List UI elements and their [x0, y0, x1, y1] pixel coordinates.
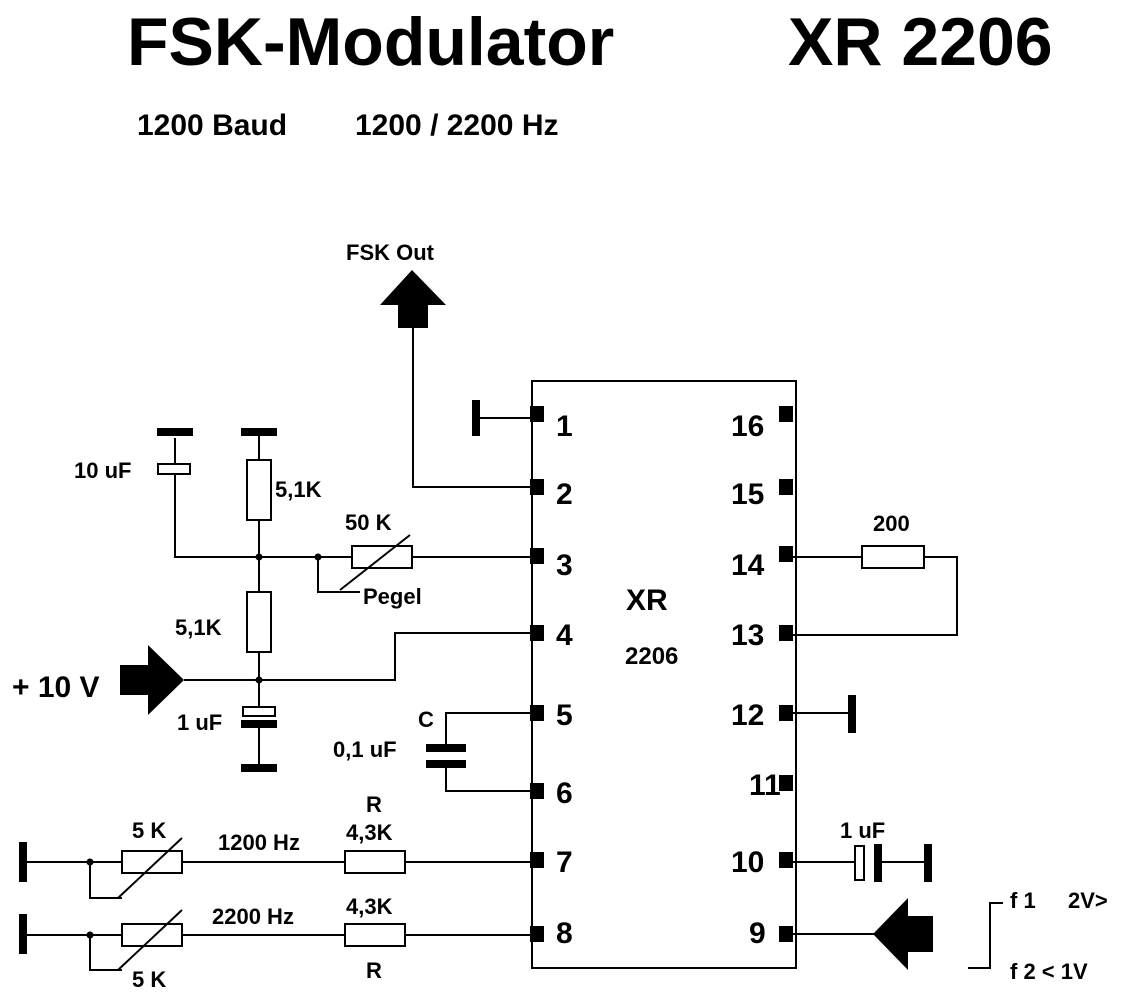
wire-pin8-feedback [89, 935, 122, 971]
wire-supply-pin4 [184, 632, 530, 681]
cap-1uf-left-label: 1 uF [177, 710, 222, 735]
pin-11: 11 [749, 769, 781, 802]
fsk-out-arrow-icon [380, 270, 446, 328]
fsk-f1-level: 2V> [1068, 888, 1108, 913]
pin-1: 1 [556, 410, 573, 443]
freq-2200-label: 2200 Hz [212, 904, 294, 929]
title-main: FSK-Modulator [127, 4, 614, 80]
fsk-level-waveform-icon [968, 902, 1003, 969]
pot-5k-a-label: 5 K [132, 818, 166, 843]
wire-cap10-node [174, 474, 318, 558]
pot-5k-a-wiper-icon [117, 837, 183, 899]
res-200-icon [861, 545, 925, 569]
pin-16: 16 [731, 410, 764, 443]
pin-8: 8 [556, 917, 573, 950]
pot-5k-b-wiper-icon [117, 909, 183, 971]
cap-1uf-right-label: 1 uF [840, 818, 885, 843]
res-5k1-bottom-icon [246, 591, 272, 653]
fsk-out-label: FSK Out [346, 240, 435, 265]
pot-5k-b-icon [121, 923, 183, 947]
right-pin-pads [779, 406, 793, 942]
cap-1uf-left-body-icon [242, 706, 276, 717]
subtitle-freqs: 1200 / 2200 Hz [355, 109, 558, 142]
pin-9: 9 [749, 917, 766, 950]
cap-c-value: 0,1 uF [333, 737, 397, 762]
cap-1uf-right-body-icon [854, 845, 865, 881]
pin-5: 5 [556, 699, 573, 732]
cap-10uf-body-icon [157, 463, 191, 475]
r-bottom-value: 4,3K [346, 894, 393, 919]
wire-cap-pin6 [445, 766, 530, 792]
cap-10uf-label: 10 uF [74, 458, 131, 483]
wire-pot50-feedback [317, 557, 360, 593]
title-part: XR 2206 [788, 4, 1053, 80]
res-5k1-bottom-label: 5,1K [175, 615, 222, 640]
pin-6: 6 [556, 777, 573, 810]
pot-5k-b-label: 5 K [132, 967, 166, 992]
chip-number: 2206 [625, 643, 678, 670]
res-r-top-icon [344, 850, 406, 874]
pin-4: 4 [556, 619, 573, 652]
wire-fsk-out [412, 328, 530, 488]
r-top-name: R [366, 792, 382, 817]
pot-50k-wiper-icon [339, 534, 411, 591]
left-pin-pads [530, 406, 544, 942]
wire-res200-pin13 [793, 556, 958, 636]
wire-pin5-cap [445, 712, 530, 746]
fsk-f1-label: f 1 [1010, 888, 1036, 913]
chip-body [531, 380, 797, 969]
pin-2: 2 [556, 478, 573, 511]
r-top-value: 4,3K [346, 820, 393, 845]
pin-10: 10 [731, 846, 764, 879]
res-r-bottom-icon [344, 923, 406, 947]
pin-15: 15 [731, 478, 764, 511]
pot-5k-a-icon [121, 850, 183, 874]
freq-1200-label: 1200 Hz [218, 830, 300, 855]
pin-3: 3 [556, 549, 573, 582]
wire-pin7-feedback [89, 862, 122, 899]
pin-13: 13 [731, 619, 764, 652]
pin-7: 7 [556, 846, 573, 879]
pin-12: 12 [731, 699, 764, 732]
supply-label: + 10 V [12, 671, 100, 704]
pot-50k-label: 50 K [345, 510, 392, 535]
fsk-input-arrow-icon [873, 898, 933, 970]
res-5k1-top-label: 5,1K [275, 477, 322, 502]
r-bottom-name: R [366, 958, 382, 983]
pin-14: 14 [731, 549, 765, 582]
res-200-label: 200 [873, 511, 910, 536]
res-5k1-top-icon [246, 459, 272, 521]
pot-50k-note: Pegel [363, 584, 422, 609]
subtitle-baud: 1200 Baud [137, 109, 287, 142]
fsk-f2-label: f 2 < 1V [1010, 959, 1088, 984]
cap-c-name: C [418, 707, 434, 732]
supply-arrow-icon [120, 645, 184, 715]
junction-top-node [255, 553, 263, 561]
chip-name: XR [626, 584, 668, 617]
